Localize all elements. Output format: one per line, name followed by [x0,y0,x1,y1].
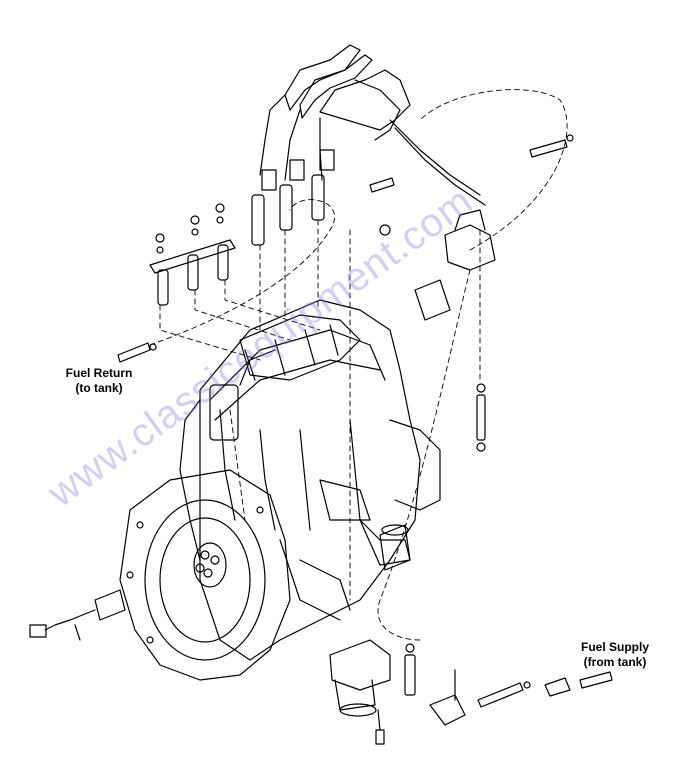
fuel-supply-sublabel: (from tank) [583,655,647,669]
fuel-return-callout: Fuel Return (to tank) [54,366,144,396]
flywheel-housing [119,469,291,681]
fuel-lift-pump [476,383,486,452]
fuel-supply-parts [404,643,613,726]
fuel-supply-label: Fuel Supply [580,640,649,654]
leader-lines [149,89,568,641]
fuel-return-label: Fuel Return [65,366,133,380]
glow-plug-bus-bar [149,203,236,274]
fuel-filter [329,639,391,745]
fuel-return-sublabel: (to tank) [75,381,123,395]
oil-filter [379,524,411,571]
injectors [157,149,335,306]
fuel-return-hose [117,134,574,363]
fuel-supply-callout: Fuel Supply (from tank) [560,640,670,670]
fuel-injection-pump [379,209,496,321]
crank-sensor-harness [29,589,126,641]
engine-block [179,299,441,661]
